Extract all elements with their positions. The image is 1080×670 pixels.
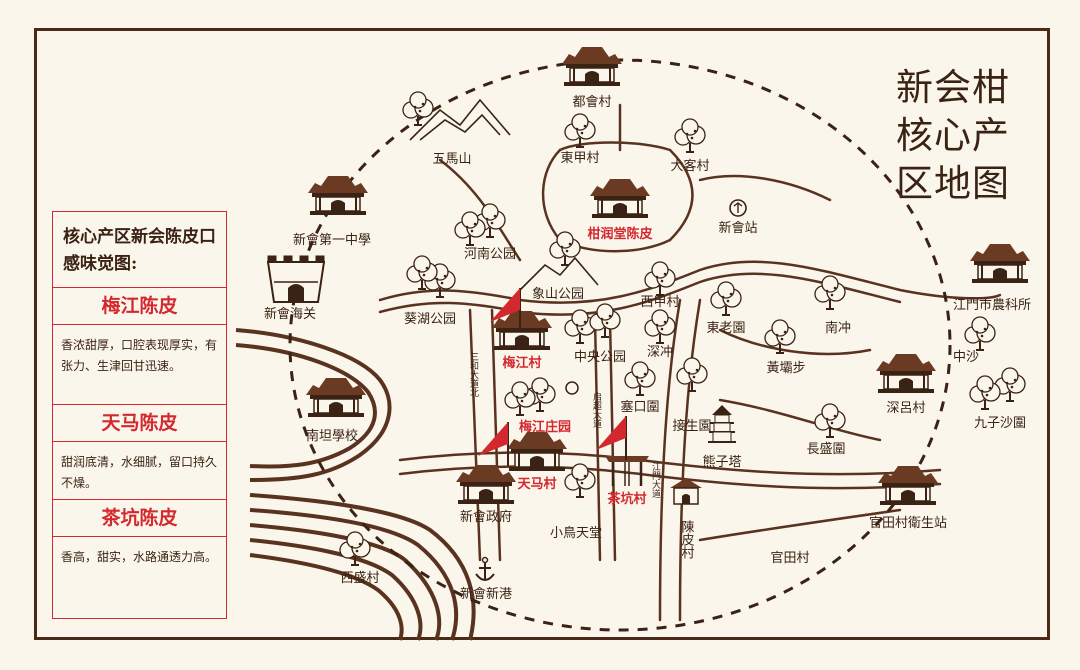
place-label: 東甲村 [560,150,599,166]
place-label: 小鳥天堂 [550,526,602,541]
core-area-boundary [288,58,952,632]
map-title: 新会柑 核心产 区地图 [896,64,1036,208]
place-label: 新會新港 [460,586,512,602]
place-label: 江門市農科所 [953,297,1031,313]
place-label: 象山公园 [532,287,584,302]
building-icon [506,431,568,472]
place-label: 南冲 [825,320,851,336]
legend-item-desc: 甜润底清，水细腻，留口持久不燥。 [53,442,226,500]
sun-icon [565,381,579,395]
place-label: 河南公园 [464,246,516,262]
roads [378,103,1002,622]
place-label: 官田村衛生站 [869,515,947,531]
map-title-line: 区地图 [896,162,1010,205]
place-label: 新會海关 [264,306,316,322]
place-label: 大客村 [670,158,709,174]
place-label: 陳皮村 [679,520,695,559]
place-label: 塞口圍 [620,399,659,415]
flag-icon [477,421,509,467]
anchor-icon [475,556,495,581]
place-label: 九子沙圍 [974,416,1026,431]
place-label: 葵湖公园 [404,312,456,327]
place-label-highlight: 天马村 [517,476,556,492]
place-label: 新會政府 [460,509,512,525]
place-label: 新會站 [718,220,757,236]
place-label: 新會第一中學 [293,232,371,248]
place-label: 接生園 [672,418,711,434]
place-label: 東老園 [706,320,745,336]
place-label-highlight: 梅江村 [502,355,541,371]
road-label: 三和大道北 [468,352,479,398]
place-label: 西甲村 [640,295,679,310]
place-label: 深冲 [647,345,673,360]
legend-item-desc: 香浓甜厚，口腔表现厚实，有张力、生津回甘迅速。 [53,325,226,405]
pagoda-icon [708,405,736,443]
chenpi-village-icon [670,478,702,505]
legend-item-title: 梅江陈皮 [53,288,226,325]
station-icon [729,199,747,217]
hill-icon [519,256,599,291]
building-icon [561,46,623,87]
building-icon [589,178,651,219]
mountain-icon [409,98,511,141]
place-label: 西盛村 [340,571,379,586]
legend-item-title: 天马陈皮 [53,405,226,442]
road-label: 启超大道 [591,391,602,429]
building-icon [455,464,517,505]
building-icon [875,353,937,394]
legend-panel: 核心产区新会陈皮口感味觉图: 梅江陈皮 香浓甜厚，口腔表现厚实，有张力、生津回甘… [52,211,227,619]
legend-heading: 核心产区新会陈皮口感味觉图: [53,212,226,288]
building-icon [307,175,369,216]
place-label-highlight: 柑润堂陈皮 [587,226,652,242]
place-label: 五馬山 [432,152,471,167]
river [235,328,476,641]
map-title-line: 核心产 [896,114,1010,157]
place-label: 中央公园 [574,350,626,365]
place-label: 中沙 [953,350,979,365]
legend-item-title: 茶坑陈皮 [53,500,226,537]
place-label-highlight: 茶坑村 [607,491,646,507]
place-label: 長盛圍 [806,442,845,457]
place-label: 深呂村 [886,401,925,416]
place-label-highlight: 梅江庄园 [519,419,571,435]
building-icon [969,243,1031,284]
place-label: 南坦學校 [306,428,358,444]
place-label: 黃壩步 [766,361,805,376]
place-label: 熊子塔 [702,454,741,470]
place-label: 官田村 [770,550,809,566]
place-label: 都會村 [572,95,611,110]
gate-icon [605,456,649,486]
fortress-icon [266,255,326,303]
road-label: 江門大道 [650,462,661,499]
map-title-line: 新会柑 [896,66,1010,109]
legend-item-desc: 香高，甜实，水路通透力高。 [61,550,218,564]
